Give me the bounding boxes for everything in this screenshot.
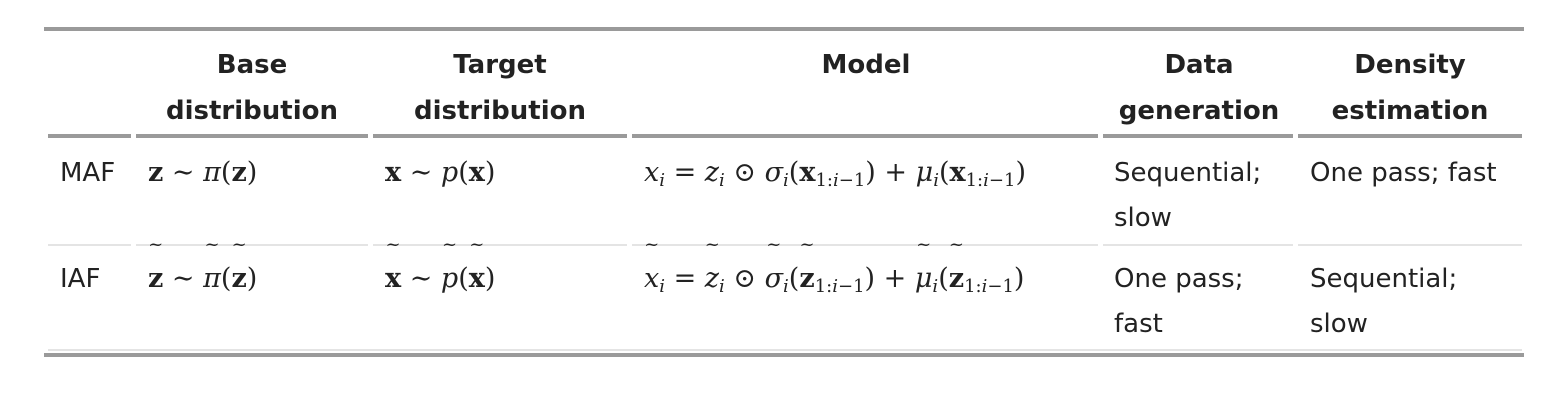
header-model: Model — [632, 42, 1100, 88]
iaf-density-estimation-line2: slow — [1310, 309, 1368, 339]
row-label-iaf: IAF — [60, 264, 101, 294]
header-target-line1: Target — [453, 50, 547, 80]
header-base-line2: distribution — [166, 96, 338, 126]
header-model-label: Model — [821, 50, 911, 80]
row-divider — [373, 244, 627, 246]
maf-density-estimation: One pass; fast — [1310, 158, 1497, 188]
iaf-target-distribution: x ∼ p(x) — [385, 236, 495, 302]
iaf-base-distribution: z ∼ π(z) — [148, 236, 257, 302]
maf-data-generation-line2: slow — [1114, 203, 1172, 233]
iaf-model-equation: xi = zi ⊙ σi(z1:i−1) + μi(z1:i−1) — [644, 236, 1024, 302]
table-top-rule — [44, 27, 1524, 31]
header-target-line2: distribution — [414, 96, 586, 126]
row-divider — [1103, 244, 1293, 246]
header-base-distribution: Base distribution — [134, 42, 370, 134]
header-rule-rowname — [48, 134, 131, 138]
maf-base-distribution: z ∼ π(z) — [148, 157, 258, 188]
maf-data-generation-line1: Sequential; — [1114, 158, 1262, 188]
header-rule-datagen — [1103, 134, 1293, 138]
row-divider — [136, 244, 368, 246]
table-bottom-rule — [44, 353, 1524, 357]
header-rule-model — [632, 134, 1098, 138]
iaf-density-estimation-line1: Sequential; — [1310, 264, 1458, 294]
maf-target-distribution: x ∼ p(x) — [385, 157, 496, 188]
header-datagen-line1: Data — [1164, 50, 1234, 80]
header-rule-density — [1298, 134, 1522, 138]
header-data-generation: Data generation — [1104, 42, 1294, 134]
maf-model-equation: xi = zi ⊙ σi(x1:i−1) + μi(x1:i−1) — [644, 157, 1026, 191]
header-density-estimation: Density estimation — [1298, 42, 1522, 134]
header-density-line1: Density — [1354, 50, 1466, 80]
row-divider — [632, 244, 1098, 246]
row-divider — [48, 349, 1522, 351]
header-density-line2: estimation — [1331, 96, 1489, 126]
header-rule-target — [373, 134, 627, 138]
header-target-distribution: Target distribution — [372, 42, 628, 134]
row-divider — [1298, 244, 1522, 246]
header-base-line1: Base — [216, 50, 288, 80]
iaf-data-generation-line1: One pass; — [1114, 264, 1244, 294]
header-datagen-line2: generation — [1118, 96, 1280, 126]
iaf-data-generation-line2: fast — [1114, 309, 1163, 339]
row-divider — [48, 244, 131, 246]
header-rule-base — [136, 134, 368, 138]
row-label-maf: MAF — [60, 158, 116, 188]
